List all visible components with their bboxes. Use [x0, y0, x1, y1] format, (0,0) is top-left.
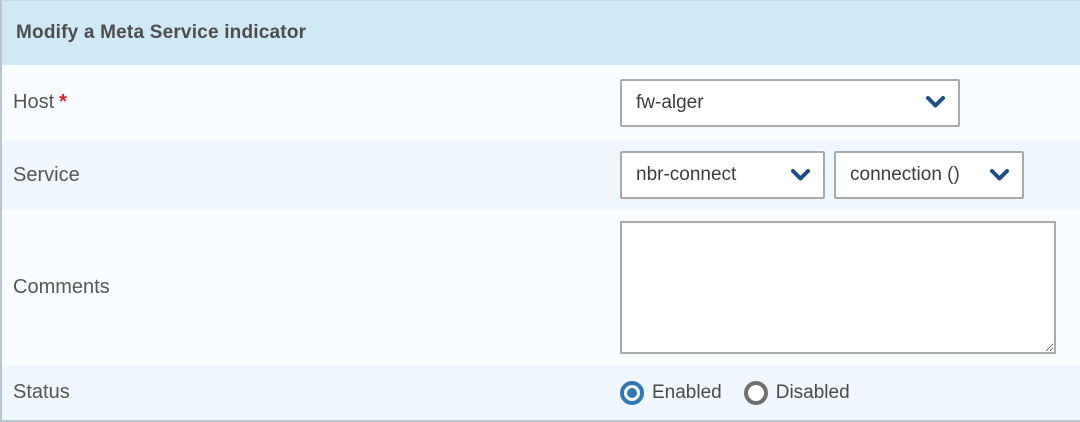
service-select-value: nbr-connect: [636, 164, 737, 185]
status-radio-enabled[interactable]: Enabled: [620, 380, 722, 405]
host-select-value: fw-alger: [636, 91, 704, 113]
service-label: Service: [13, 163, 80, 186]
metric-select-value: connection (): [850, 164, 960, 185]
status-disabled-label: Disabled: [775, 381, 850, 403]
service-label-cell: Service: [2, 164, 620, 187]
chevron-down-icon: [926, 96, 945, 109]
required-asterisk: *: [59, 91, 67, 113]
form-row-comments: Comments: [2, 210, 1080, 365]
host-label-cell: Host*: [2, 91, 620, 114]
status-label: Status: [13, 381, 70, 403]
comments-field-cell: [620, 221, 1056, 354]
form-row-host: Host* fw-alger: [2, 65, 1080, 140]
host-select[interactable]: fw-alger: [620, 78, 960, 127]
service-field-cell: nbr-connect connection (): [620, 151, 1024, 199]
host-field-cell: fw-alger: [620, 78, 960, 127]
page-title: Modify a Meta Service indicator: [16, 22, 307, 43]
comments-textarea[interactable]: [620, 221, 1056, 354]
status-radio-disabled[interactable]: Disabled: [743, 380, 850, 405]
chevron-down-icon: [990, 168, 1009, 182]
form-row-status: Status Enabled Disabled: [2, 365, 1080, 420]
comments-label: Comments: [13, 276, 110, 298]
chevron-down-icon: [791, 168, 810, 182]
status-enabled-label: Enabled: [652, 381, 722, 403]
status-field-cell: Enabled Disabled: [620, 380, 872, 405]
service-select[interactable]: nbr-connect: [620, 151, 825, 199]
metric-select[interactable]: connection (): [834, 151, 1024, 199]
form-row-service: Service nbr-connect connection (): [2, 140, 1080, 210]
radio-unchecked-icon: [743, 380, 768, 405]
status-label-cell: Status: [2, 381, 620, 404]
host-label: Host: [13, 91, 55, 113]
comments-label-cell: Comments: [2, 276, 620, 299]
radio-checked-icon: [620, 380, 644, 405]
panel-header: Modify a Meta Service indicator: [2, 1, 1080, 65]
